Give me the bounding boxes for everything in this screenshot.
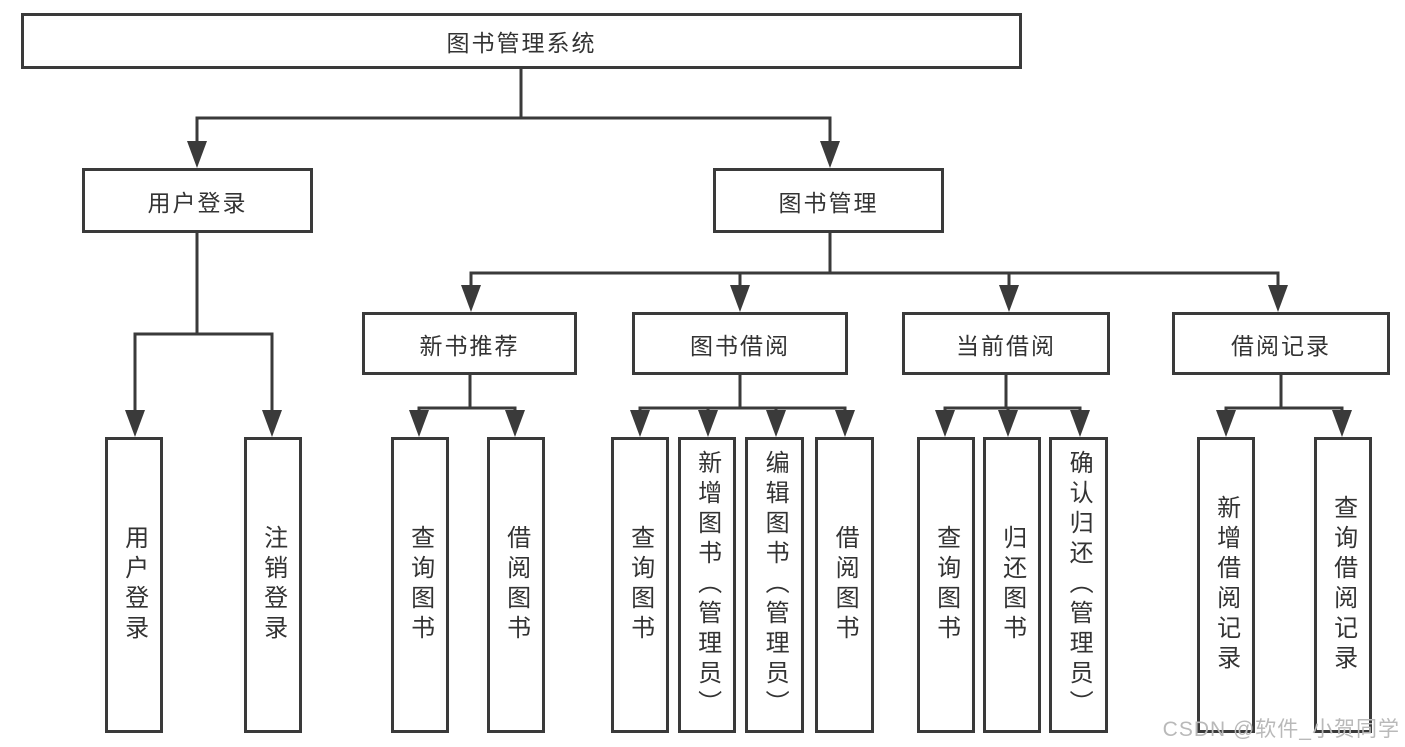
leaf-logout: 注销登录 — [244, 437, 302, 733]
arrowhead — [1332, 410, 1352, 437]
connector-root-to-level2 — [195, 69, 832, 146]
node-new-book-recommend: 新书推荐 — [362, 312, 577, 375]
node-label: 图书管理系统 — [446, 30, 597, 56]
arrowhead — [935, 410, 955, 437]
arrowhead-group — [125, 141, 1352, 437]
leaf-add-borrow-record: 新增借阅记录 — [1197, 437, 1255, 733]
node-book-borrowing: 图书借阅 — [632, 312, 848, 375]
node-label: 用户登录 — [147, 189, 248, 216]
leaf-borrow-books-borrowing: 借阅图书 — [815, 437, 874, 733]
leaf-edit-book-admin: 编辑图书（管理员） — [745, 437, 804, 733]
node-label: 编辑图书（管理员） — [761, 450, 789, 720]
node-label: 图书管理 — [778, 189, 879, 216]
leaf-query-books-recommend: 查询图书 — [391, 437, 449, 733]
node-current-borrowing: 当前借阅 — [902, 312, 1110, 375]
connector-mgmt-to-level3 — [469, 233, 1280, 290]
node-label: 查询图书 — [626, 525, 654, 645]
connector-currentborrow-to-leaves — [943, 375, 1082, 414]
connector-bookborrow-to-leaves — [638, 375, 847, 414]
node-user-login: 用户登录 — [82, 168, 313, 233]
node-root-library-system: 图书管理系统 — [21, 13, 1022, 69]
arrowhead — [1070, 410, 1090, 437]
node-borrowing-records: 借阅记录 — [1172, 312, 1390, 375]
arrowhead — [766, 410, 786, 437]
arrowhead — [999, 285, 1019, 312]
node-book-management: 图书管理 — [713, 168, 944, 233]
arrowhead — [998, 410, 1018, 437]
csdn-watermark: CSDN @软件_小贺同学 — [1162, 718, 1400, 741]
leaf-query-books-current: 查询图书 — [917, 437, 975, 733]
arrowhead — [409, 410, 429, 437]
node-label: 查询图书 — [406, 525, 434, 645]
node-label: 归还图书 — [998, 525, 1026, 645]
arrowhead — [820, 141, 840, 168]
node-label: 借阅图书 — [831, 525, 859, 645]
connector-records-to-leaves — [1224, 375, 1344, 414]
arrowhead — [1268, 285, 1288, 312]
node-label: 新增借阅记录 — [1212, 495, 1240, 675]
node-label: 借阅图书 — [502, 525, 530, 645]
arrowhead — [461, 285, 481, 312]
arrowhead — [125, 410, 145, 437]
arrowhead — [262, 410, 282, 437]
node-label: 用户登录 — [120, 525, 148, 645]
arrowhead — [835, 410, 855, 437]
node-label: 当前借阅 — [956, 332, 1056, 359]
leaf-query-borrow-record: 查询借阅记录 — [1314, 437, 1372, 733]
connector-newbooks-to-leaves — [417, 375, 517, 414]
leaf-return-book: 归还图书 — [983, 437, 1041, 733]
node-label: 确认归还（管理员） — [1065, 450, 1093, 720]
node-label: 查询借阅记录 — [1329, 495, 1357, 675]
node-label: 新增图书（管理员） — [693, 450, 721, 720]
node-label: 新书推荐 — [419, 332, 520, 359]
leaf-confirm-return-admin: 确认归还（管理员） — [1049, 437, 1108, 733]
node-label: 注销登录 — [259, 525, 287, 645]
connector-login-to-leaves — [133, 233, 274, 414]
arrowhead — [730, 285, 750, 312]
arrowhead — [187, 141, 207, 168]
leaf-borrow-books-recommend: 借阅图书 — [487, 437, 545, 733]
arrowhead — [505, 410, 525, 437]
leaf-add-book-admin: 新增图书（管理员） — [678, 437, 736, 733]
leaf-query-books-borrowing: 查询图书 — [611, 437, 669, 733]
node-label: 图书借阅 — [690, 332, 790, 359]
arrowhead — [1216, 410, 1236, 437]
leaf-user-login: 用户登录 — [105, 437, 163, 733]
node-label: 借阅记录 — [1231, 332, 1331, 359]
arrowhead — [630, 410, 650, 437]
node-label: 查询图书 — [932, 525, 960, 645]
arrowhead — [698, 410, 718, 437]
